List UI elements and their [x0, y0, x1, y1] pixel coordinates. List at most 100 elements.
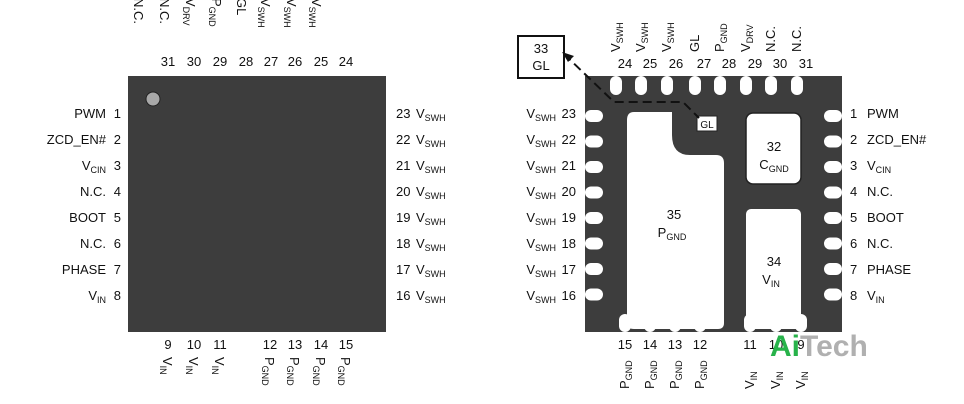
top-view-left-pins: 1PWM2ZCD_EN#3VCIN4N.C.5BOOT6N.C.7PHASE8V…	[47, 106, 121, 305]
bottom-view-right-pad	[824, 212, 842, 224]
top-view-pin-19-number: 19	[396, 210, 410, 225]
bottom-view-pin-17-number: 17	[562, 262, 576, 277]
bottom-view-top-pad	[791, 76, 803, 95]
bottom-view-pin-23-number: 23	[562, 106, 576, 121]
top-view-pin-29-number: 29	[213, 54, 227, 69]
bottom-view-right-pad	[824, 237, 842, 250]
bottom-view-left-pad	[585, 237, 603, 250]
bottom-view-pin-15-number: 15	[618, 337, 632, 352]
bottom-view-pin-22-name: VSWH	[526, 132, 556, 149]
pad-35-name: PGND	[658, 225, 687, 242]
pad-35-pgnd	[627, 112, 724, 329]
top-view-pin-30-number: 30	[187, 54, 201, 69]
top-view-pin-6-number: 6	[114, 236, 121, 251]
top-view-pin-27-number: 27	[264, 54, 278, 69]
bottom-view-top-pad	[714, 76, 726, 95]
top-view-pin-4-name: N.C.	[80, 184, 106, 199]
top-view-pin-23-name: VSWH	[416, 106, 446, 123]
top-view-pin-20-number: 20	[396, 184, 410, 199]
top-view-pin-3-number: 3	[114, 158, 121, 173]
bottom-view-pin-9-number: 9	[797, 337, 804, 352]
bottom-view-pin-17-name: VSWH	[526, 262, 556, 279]
bottom-view-pin-22-number: 22	[562, 132, 576, 147]
top-view-pin-7-number: 7	[114, 262, 121, 277]
top-view-pin-25-number: 25	[314, 54, 328, 69]
pad-32-cgnd	[745, 112, 802, 185]
top-view-pin-13-name: PGND	[285, 357, 302, 386]
top-view-pin-25-name: VSWH	[282, 0, 299, 28]
bottom-view-pin-28-number: 28	[722, 56, 736, 71]
pad-32-number: 32	[767, 139, 781, 154]
top-view-pin-9-number: 9	[164, 337, 171, 352]
bottom-view-pin-6-name: N.C.	[867, 236, 893, 251]
top-view-pin-26-name: VSWH	[256, 0, 273, 28]
top-view-pin-22-name: VSWH	[416, 132, 446, 149]
top-view-pin-26-number: 26	[288, 54, 302, 69]
top-view: 1PWM2ZCD_EN#3VCIN4N.C.5BOOT6N.C.7PHASE8V…	[47, 0, 446, 386]
bottom-view-pin-2-name: ZCD_EN#	[867, 132, 927, 147]
bottom-view-left-labels: 23VSWH22VSWH21VSWH20VSWH19VSWH18VSWH17VS…	[526, 106, 576, 305]
bottom-view-pin-28-name: PGND	[712, 23, 729, 52]
bottom-view-pin-1-name: PWM	[867, 106, 899, 121]
top-view-pin-18-number: 18	[396, 236, 410, 251]
top-view-pin-28-name: PGND	[207, 0, 224, 27]
top-view-pin-19-name: VSWH	[416, 210, 446, 227]
bottom-view-pin-29-number: 29	[748, 56, 762, 71]
bottom-view-pin-10-number: 10	[769, 337, 783, 352]
bottom-view-top-pad	[635, 76, 647, 95]
top-view-pin-5-number: 5	[114, 210, 121, 225]
top-view-pin-22-number: 22	[396, 132, 410, 147]
bottom-view-pin-14-name: PGND	[642, 360, 659, 389]
top-view-pin-31-number: 31	[161, 54, 175, 69]
bottom-view-pin-8-name: VIN	[867, 288, 885, 305]
bottom-view: GL 33 GL 32 CGND 35 PGND 34 VIN 23VSWH22…	[517, 22, 927, 389]
pad-gl-small-label: GL	[700, 120, 714, 131]
top-view-pin-18-name: VSWH	[416, 236, 446, 253]
top-view-pin-20-name: VSWH	[416, 184, 446, 201]
bottom-view-top-pad	[765, 76, 777, 95]
top-view-pin-7-name: PHASE	[62, 262, 106, 277]
bottom-view-left-pad	[585, 135, 603, 148]
bottom-view-top-pad	[740, 76, 752, 95]
top-view-pin-30-name: N.C.	[157, 0, 172, 24]
bottom-view-pin-21-number: 21	[562, 158, 576, 173]
bottom-view-pin-5-number: 5	[850, 210, 857, 225]
bottom-view-pin-2-number: 2	[850, 132, 857, 147]
bottom-view-pin-20-number: 20	[562, 184, 576, 199]
aitech-logo: AiTech	[770, 330, 868, 363]
bottom-view-right-pad	[824, 288, 842, 301]
top-view-pin-17-number: 17	[396, 262, 410, 277]
bottom-view-pin-24-name: VSWH	[608, 22, 625, 52]
top-view-pin-12-name: PGND	[260, 357, 277, 386]
bottom-view-pin-26-name: VSWH	[659, 22, 676, 52]
bottom-view-top-labels: 24VSWH25VSWH26VSWH27GL28PGND29VDRV30N.C.…	[608, 22, 813, 71]
bottom-view-pin-23-name: VSWH	[526, 106, 556, 123]
bottom-view-right-pad	[824, 110, 842, 122]
bottom-view-pin-12-number: 12	[693, 337, 707, 352]
bottom-view-pin-27-number: 27	[697, 56, 711, 71]
bottom-view-pin-16-number: 16	[562, 288, 576, 303]
pad-34-vin	[746, 209, 801, 329]
bottom-view-pin-11-name: VIN	[742, 371, 759, 389]
top-view-pin-16-number: 16	[396, 288, 410, 303]
bottom-view-left-pad	[585, 186, 603, 199]
pad-35-number: 35	[667, 207, 681, 222]
top-view-pin-17-name: VSWH	[416, 262, 446, 279]
bottom-view-left-pad	[585, 110, 603, 122]
bottom-view-right-pad	[824, 161, 842, 173]
top-view-pin-21-number: 21	[396, 158, 410, 173]
bottom-view-right-pad	[824, 263, 842, 275]
top-view-package-body	[128, 76, 386, 332]
top-view-pin-3-name: VCIN	[82, 158, 106, 175]
bottom-view-top-pad	[661, 76, 673, 95]
top-view-pin-24-name: VSWH	[307, 0, 324, 28]
bottom-view-pin-29-name: VDRV	[738, 24, 755, 52]
bottom-view-pin-27-name: GL	[687, 35, 702, 52]
bottom-view-pin-26-number: 26	[669, 56, 683, 71]
top-view-top-pins: 31N.C.30N.C.29VDRV28PGND27GL26VSWH25VSWH…	[131, 0, 353, 69]
bottom-view-pin-13-name: PGND	[667, 360, 684, 389]
top-view-pin-10-name: VIN	[184, 357, 201, 375]
